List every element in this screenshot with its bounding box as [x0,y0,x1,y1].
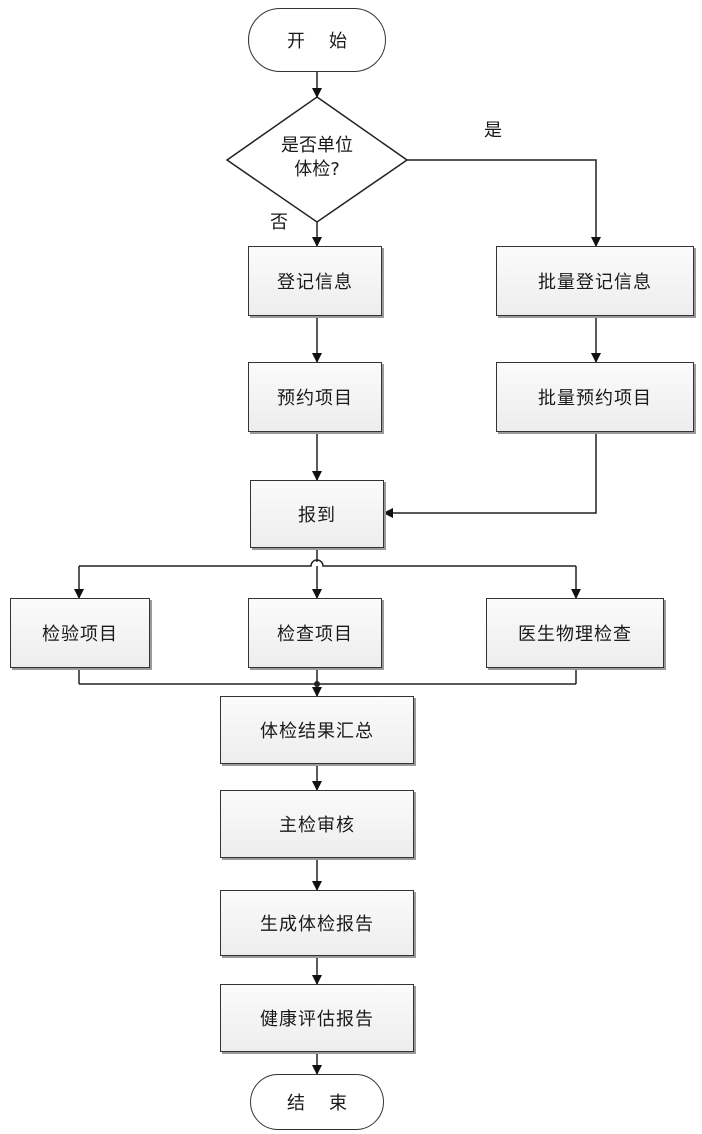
health-report-node-label: 健康评估报告 [260,1009,374,1030]
check-in-node: 报到 [250,480,384,548]
batch-register-node: 批量登记信息 [496,246,694,316]
decision-node-label: 是否单位 体检? [281,135,353,180]
end-node-label: 结束 [287,1093,371,1114]
connector-branch-bus [79,559,576,567]
physical-exam-node-label: 医生物理检查 [518,624,632,645]
exam-items-node-label: 检查项目 [277,624,353,645]
exam-items-node: 检查项目 [248,598,382,668]
summary-node: 体检结果汇总 [220,696,414,764]
generate-report-node-label: 生成体检报告 [260,914,374,935]
start-node: 开始 [248,8,386,72]
branch-label-no: 否 [270,212,288,233]
review-node: 主检审核 [220,790,414,858]
start-node-label: 开始 [287,31,371,52]
book-node: 预约项目 [248,362,382,432]
lab-tests-node-label: 检验项目 [42,624,118,645]
batch-book-node-label: 批量预约项目 [538,388,652,409]
merge-junction-dot [314,681,320,687]
arrow-decision-to-batch-register [407,159,601,247]
register-node: 登记信息 [248,246,382,316]
book-node-label: 预约项目 [277,388,353,409]
check-in-node-label: 报到 [298,505,336,526]
review-node-label: 主检审核 [279,815,355,836]
batch-register-node-label: 批量登记信息 [538,272,652,293]
register-node-label: 登记信息 [277,272,353,293]
summary-node-label: 体检结果汇总 [260,721,374,742]
health-report-node: 健康评估报告 [220,984,414,1052]
generate-report-node: 生成体检报告 [220,890,414,956]
physical-exam-node: 医生物理检查 [486,598,664,668]
batch-book-node: 批量预约项目 [496,362,694,432]
branch-label-yes: 是 [484,120,502,141]
lab-tests-node: 检验项目 [10,598,150,668]
end-node: 结束 [250,1074,384,1130]
arrow-batch-book-to-check-in [383,432,597,518]
